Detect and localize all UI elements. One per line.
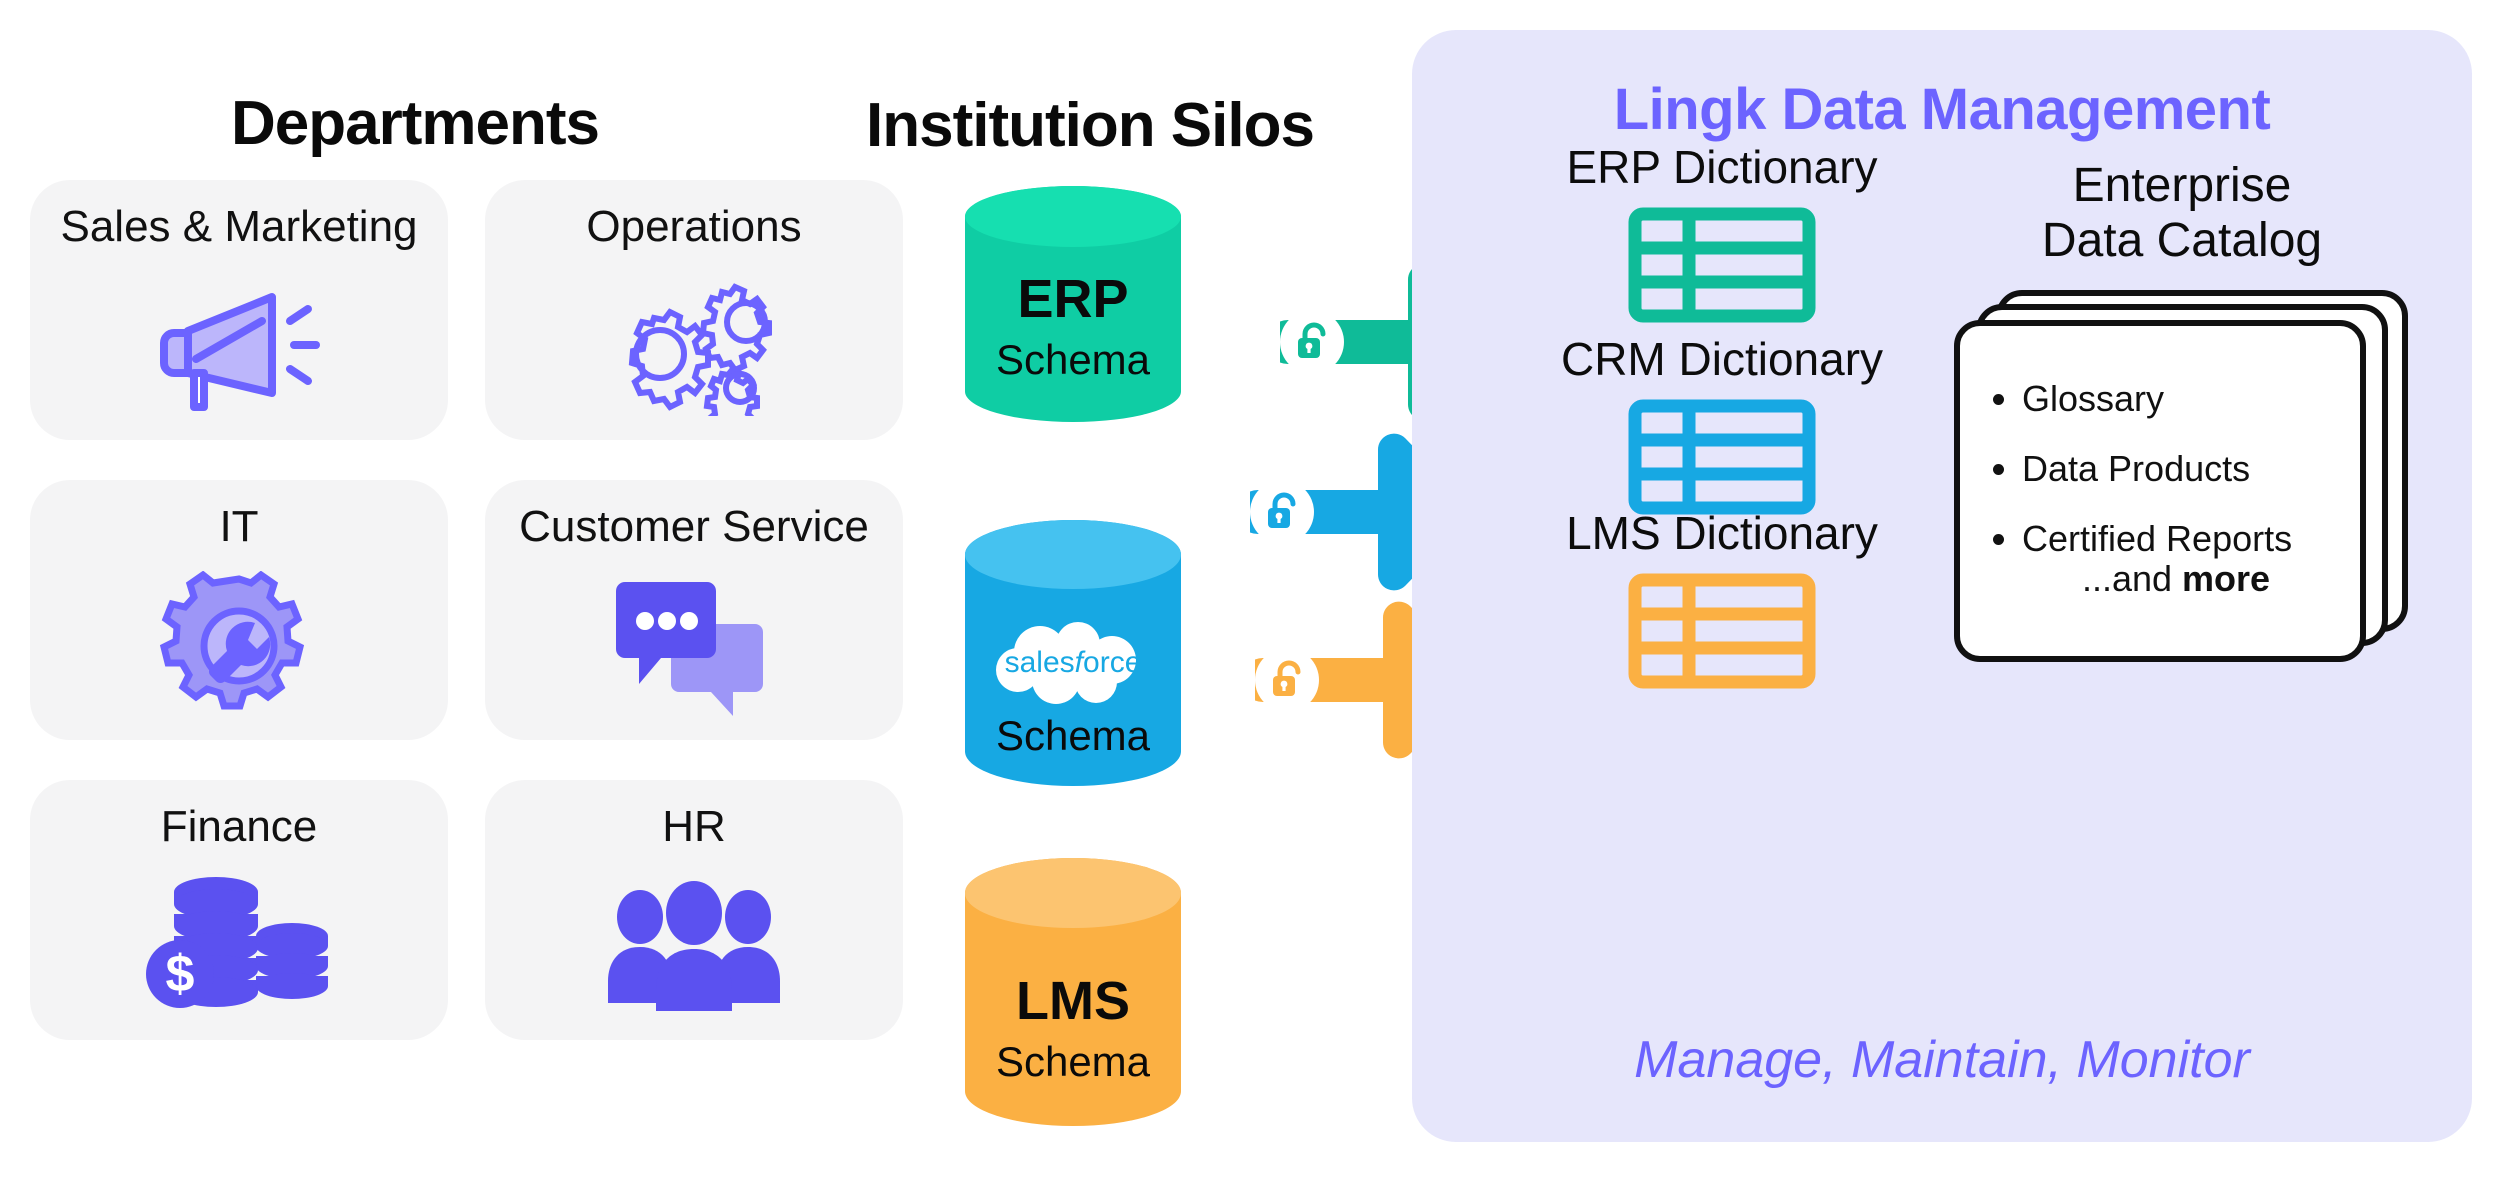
silo-name: LMS [1016, 971, 1130, 1031]
department-label: Customer Service [519, 502, 869, 551]
salesforce-cloud-logo: salesforce [978, 618, 1168, 715]
department-card-it[interactable]: IT [30, 480, 448, 740]
department-card-sales-marketing[interactable]: Sales & Marketing [30, 180, 448, 440]
cylinder-top [965, 858, 1181, 928]
catalog-sheet-front [1954, 320, 2366, 663]
department-label: HR [662, 802, 726, 851]
department-label: Operations [586, 202, 802, 251]
departments-heading: Departments [231, 89, 600, 158]
dictionary-label: CRM Dictionary [1560, 333, 1884, 385]
department-card-finance[interactable]: Finance $ [30, 780, 448, 1040]
more-bold: more [2182, 558, 2271, 600]
list-item: Glossary [2022, 378, 2396, 420]
silo-name: ERP [1017, 269, 1129, 329]
department-label: Sales & Marketing [60, 202, 418, 251]
department-label: Finance [160, 802, 318, 851]
svg-text:$: $ [166, 945, 195, 1003]
silo-cylinder-erp[interactable]: ERP Schema [965, 186, 1181, 422]
lms-dictionary-block[interactable]: LMS Dictionary [1507, 506, 1937, 695]
lingk-data-management-panel: Lingk Data Management ERP Dictionary CRM… [1412, 30, 2472, 1142]
more-prefix: ...and [2081, 558, 2183, 600]
table-icon [1507, 398, 1937, 521]
silo-subtitle: Schema [995, 336, 1151, 383]
dictionary-label: LMS Dictionary [1566, 507, 1878, 559]
silo-cylinder-lms[interactable]: LMS Schema [965, 858, 1181, 1126]
gears-icon [485, 252, 903, 440]
catalog-title: Enterprise Data Catalog [2041, 159, 2323, 268]
arrow-shape [1236, 433, 1471, 591]
unlock-icon [1250, 480, 1314, 544]
catalog-more-text: ...and more [1976, 558, 2376, 600]
silo-subtitle: Schema [995, 712, 1151, 759]
panel-tagline: Manage, Maintain, Monitor [1634, 1031, 2250, 1089]
enterprise-data-catalog: Enterprise Data Catalog Glossary Data Pr… [1932, 158, 2432, 663]
list-item: Data Products [2022, 448, 2396, 490]
people-group-icon [485, 852, 903, 1040]
cylinder-top [965, 186, 1181, 248]
panel-title: Lingk Data Management [1613, 77, 2271, 142]
erp-dictionary-block[interactable]: ERP Dictionary [1507, 140, 1937, 329]
gear-wrench-icon [30, 552, 448, 740]
svg-text:salesforce: salesforce [1005, 646, 1142, 679]
department-card-hr[interactable]: HR [485, 780, 903, 1040]
department-card-operations[interactable]: Operations [485, 180, 903, 440]
unlock-icon [1255, 648, 1319, 712]
megaphone-icon [30, 252, 448, 440]
silo-subtitle: Schema [995, 1038, 1151, 1085]
crm-arrow [1236, 432, 1480, 592]
department-card-customer-service[interactable]: Customer Service [485, 480, 903, 740]
list-item: Certified Reports [2022, 518, 2396, 560]
catalog-card-stack[interactable]: Glossary Data Products Certified Reports… [1954, 290, 2424, 663]
unlock-icon [1280, 310, 1344, 374]
silos-heading: Institution Silos [866, 91, 1315, 160]
table-icon [1507, 572, 1937, 695]
crm-dictionary-block[interactable]: CRM Dictionary [1507, 332, 1937, 521]
coins-dollar-icon: $ [30, 852, 448, 1040]
silo-cylinder-salesforce[interactable]: salesforce Schema [965, 520, 1181, 786]
department-label: IT [219, 502, 259, 551]
departments-grid: Sales & Marketing Operations [30, 180, 910, 1060]
dictionary-label: ERP Dictionary [1566, 141, 1878, 193]
catalog-item-list: Glossary Data Products Certified Reports [1976, 378, 2396, 588]
table-icon [1507, 206, 1937, 329]
chat-bubbles-icon [485, 552, 903, 740]
cylinder-top [965, 520, 1181, 590]
